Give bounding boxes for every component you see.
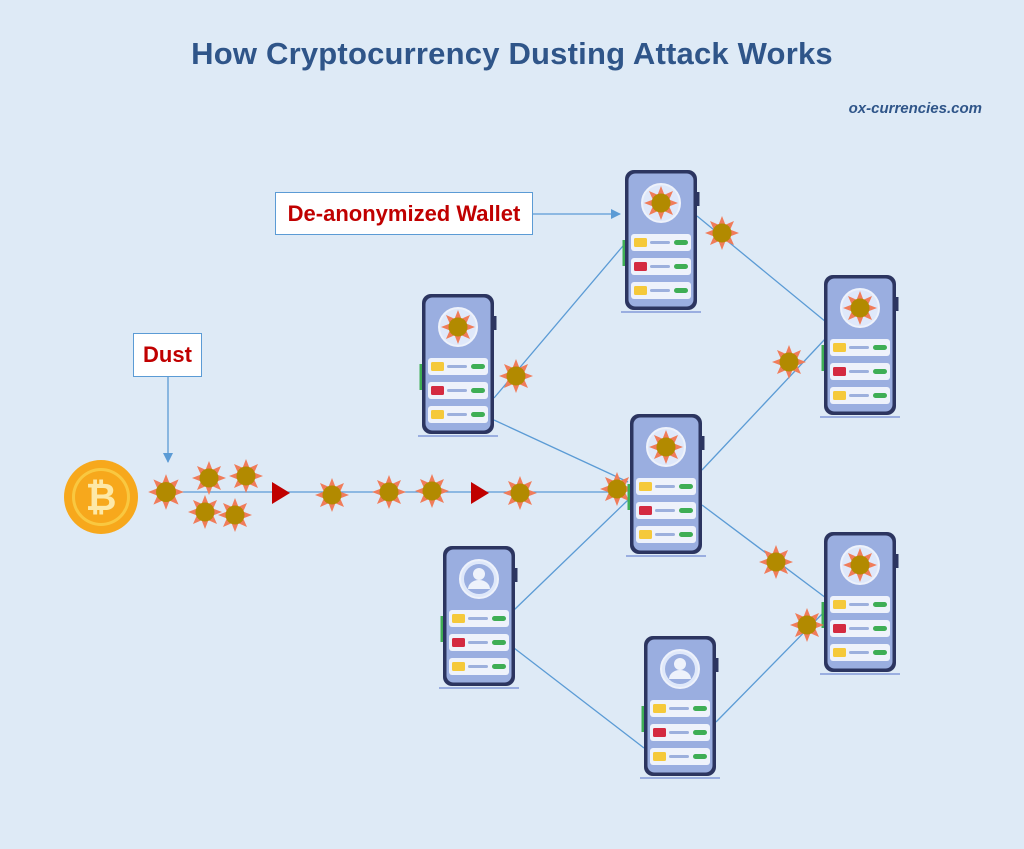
dust-particle-icon xyxy=(229,459,263,493)
dust-particle-icon xyxy=(148,474,184,510)
link-line xyxy=(701,337,827,471)
link-line xyxy=(493,419,629,483)
triangle-arrow-icon xyxy=(471,482,489,504)
link-line xyxy=(513,499,629,611)
bitcoin-symbol: ₿ xyxy=(86,475,117,519)
dust-particle-icon xyxy=(415,474,449,508)
bitcoin-icon: ₿ xyxy=(64,460,138,534)
link-line xyxy=(513,647,645,749)
page-title: How Cryptocurrency Dusting Attack Works xyxy=(191,36,833,71)
watermark: ox-currencies.com xyxy=(848,100,982,117)
phone-wallet-dusted xyxy=(626,414,706,557)
dust-particle-icon xyxy=(192,461,226,495)
dust-particle-icon xyxy=(790,608,824,642)
de-anonymized-wallet-label: De-anonymized Wallet xyxy=(275,192,533,235)
dust-particle-icon xyxy=(499,359,533,393)
link-line xyxy=(701,504,827,599)
dust-cluster xyxy=(148,459,263,532)
phone-wallet-dusted xyxy=(820,275,900,418)
dust-particle-icon xyxy=(315,478,349,512)
dust-particle-icon xyxy=(503,476,537,510)
triangle-arrow-icon xyxy=(272,482,290,504)
phone-wallet-dusted xyxy=(820,532,900,675)
dust-particle-icon xyxy=(772,345,806,379)
dust-label: Dust xyxy=(133,333,202,377)
dust-particle-icon xyxy=(218,498,252,532)
phone-wallet-user xyxy=(640,636,720,779)
dust-particle-icon xyxy=(188,495,222,529)
dust-particle-icon xyxy=(705,216,739,250)
phone-wallet-user xyxy=(439,546,519,689)
phone-wallet-dusted xyxy=(418,294,498,437)
dust-particle-icon xyxy=(759,545,793,579)
phone-wallet-deanonymized xyxy=(621,170,701,313)
dust-particle-icon xyxy=(372,475,406,509)
